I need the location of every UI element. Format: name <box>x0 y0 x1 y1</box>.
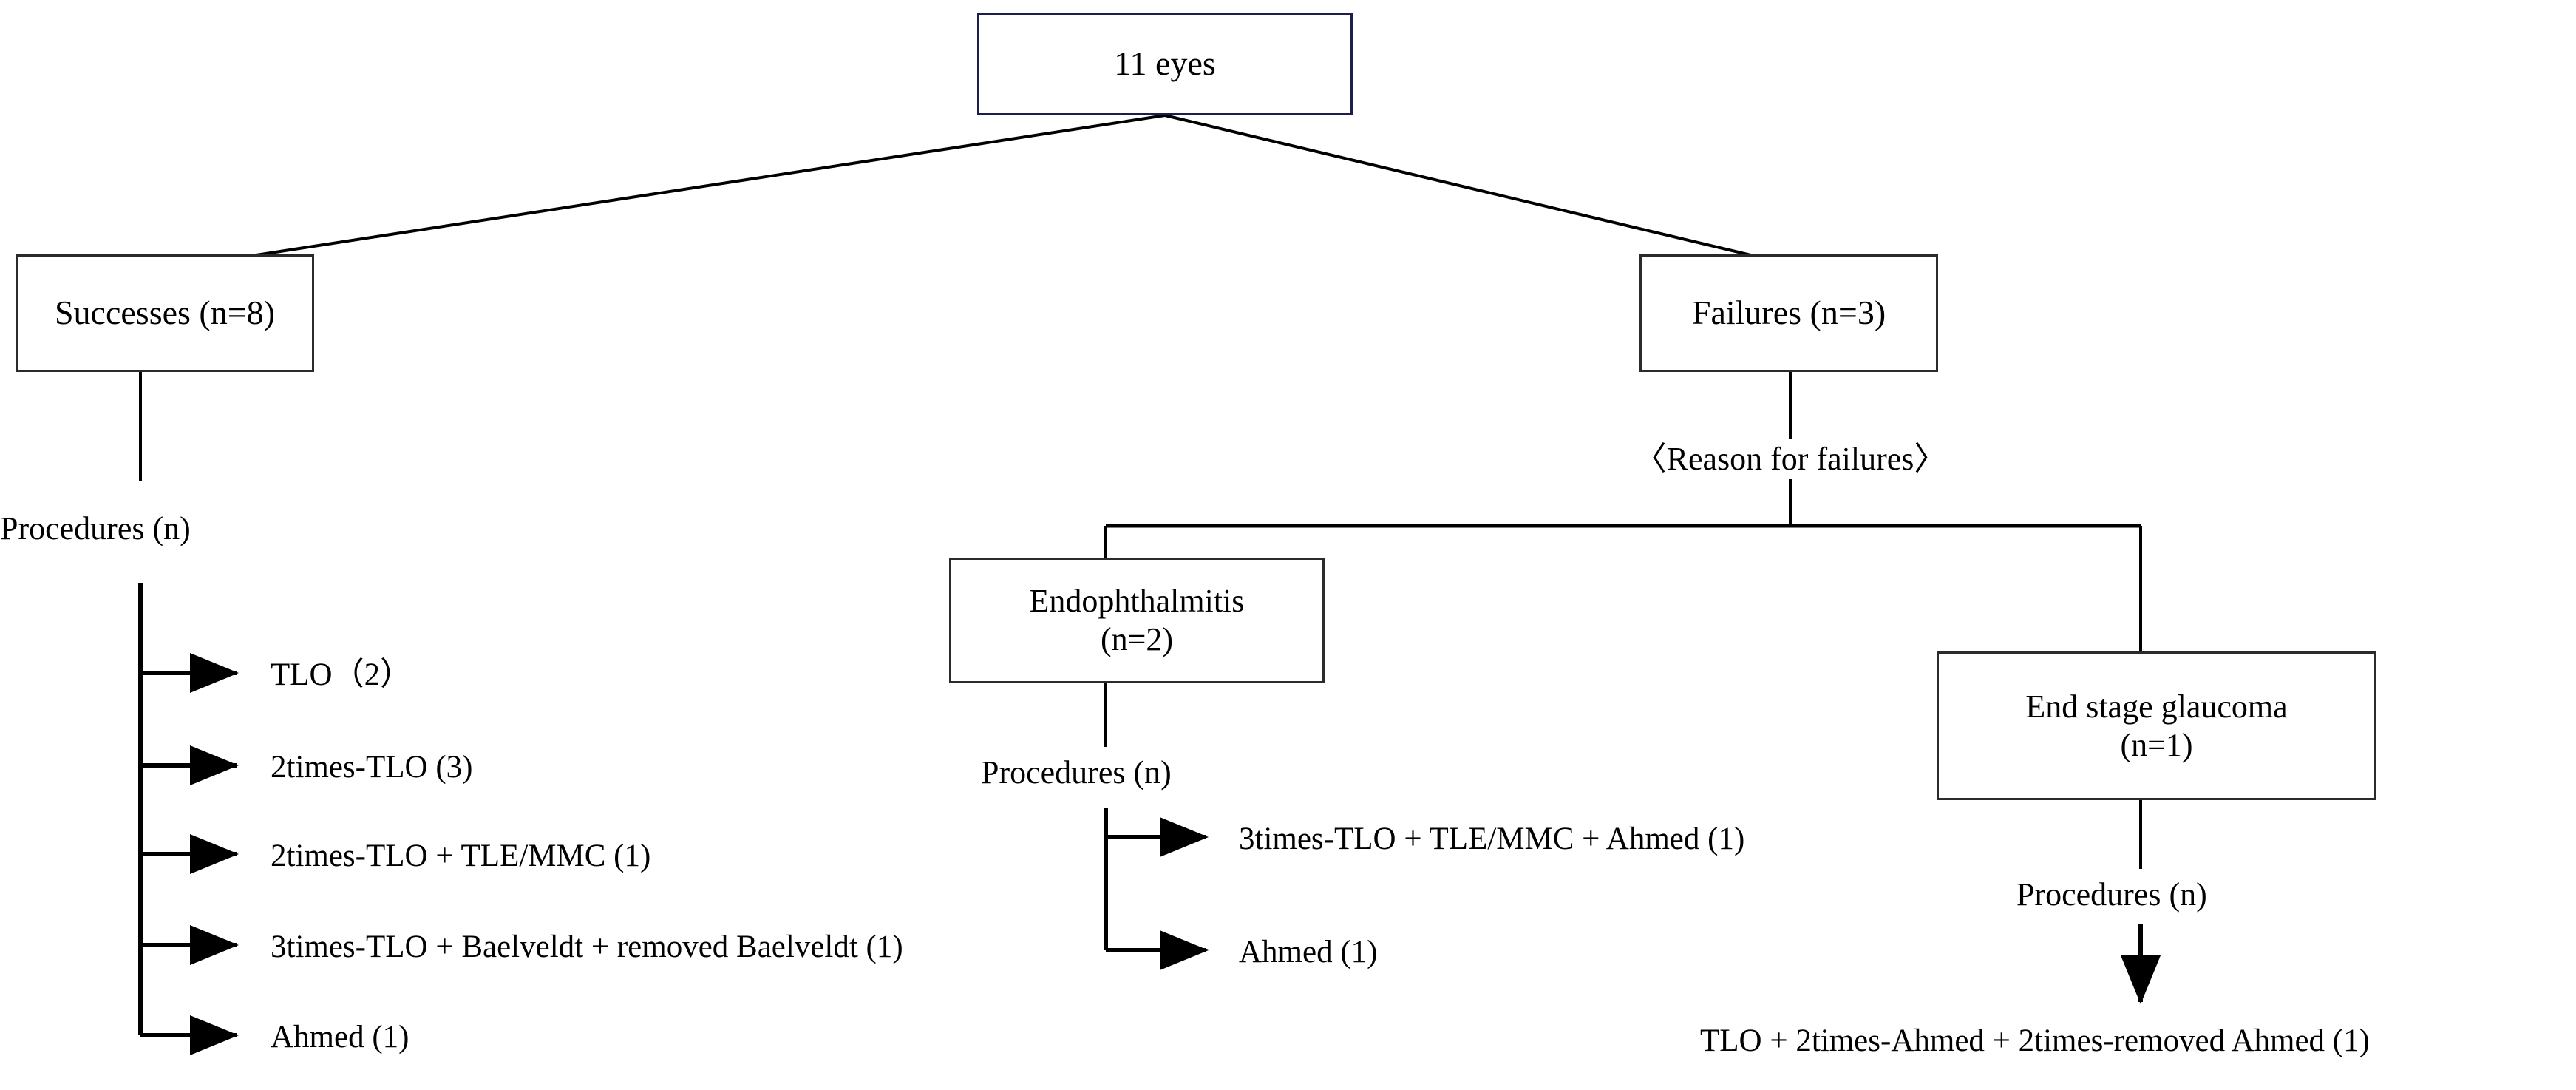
node-endophthalmitis[interactable]: Endophthalmitis (n=2) <box>949 558 1325 683</box>
node-successes[interactable]: Successes (n=8) <box>16 254 314 372</box>
node-failures[interactable]: Failures (n=3) <box>1639 254 1938 372</box>
leaf-success-procedure-5: Ahmed (1) <box>271 1020 409 1055</box>
leaf-success-procedure-3: 2times-TLO + TLE/MMC (1) <box>271 839 651 873</box>
node-end-stage-glaucoma[interactable]: End stage glaucoma (n=1) <box>1937 651 2376 800</box>
leaf-success-procedure-1: TLO（2） <box>271 657 412 692</box>
node-total-eyes-label: 11 eyes <box>1114 44 1216 83</box>
leaf-glaucoma-procedure-1: TLO + 2times-Ahmed + 2times-removed Ahme… <box>1700 1023 2370 1058</box>
leaf-endophthalmitis-procedure-2: Ahmed (1) <box>1239 935 1378 969</box>
node-endophthalmitis-label: Endophthalmitis (n=2) <box>1029 583 1245 657</box>
node-end-stage-glaucoma-label: End stage glaucoma (n=1) <box>2025 688 2288 763</box>
leaf-success-procedure-2: 2times-TLO (3) <box>271 750 473 785</box>
edge-root-to-failures <box>1164 114 1792 266</box>
node-failures-label: Failures (n=3) <box>1691 294 1886 332</box>
procedures-caption-endophthalmitis: Procedures (n) <box>981 754 1172 791</box>
procedures-caption-successes: Procedures (n) <box>0 510 191 546</box>
leaf-success-procedure-4: 3times-TLO + Baelveldt + removed Baelvel… <box>271 930 903 964</box>
procedures-caption-glaucoma: Procedures (n) <box>2016 876 2207 913</box>
edge-root-to-successes <box>193 114 1166 266</box>
leaf-endophthalmitis-procedure-1: 3times-TLO + TLE/MMC + Ahmed (1) <box>1239 822 1745 856</box>
node-successes-label: Successes (n=8) <box>54 294 276 332</box>
node-total-eyes[interactable]: 11 eyes <box>977 13 1353 115</box>
reason-for-failures-caption: 〈Reason for failures〉 <box>1634 441 1947 477</box>
